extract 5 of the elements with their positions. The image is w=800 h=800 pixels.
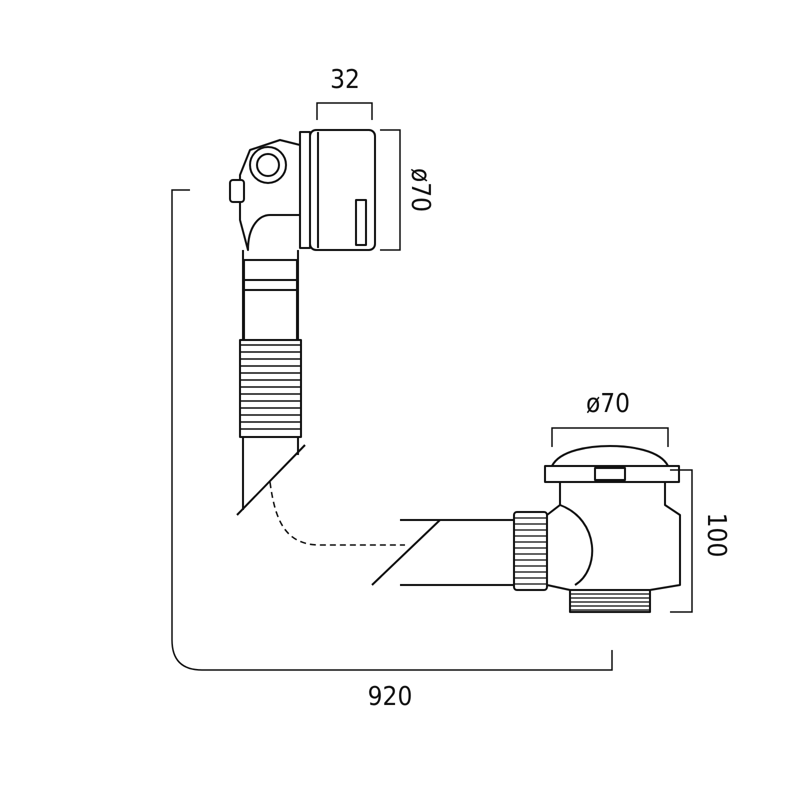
dimension-label: 32 (330, 67, 360, 93)
dimension-label: 100 (703, 512, 729, 558)
dimension-label: ø70 (586, 391, 630, 417)
dimension-label: ø70 (407, 168, 433, 212)
dimension-label: 920 (368, 684, 412, 710)
